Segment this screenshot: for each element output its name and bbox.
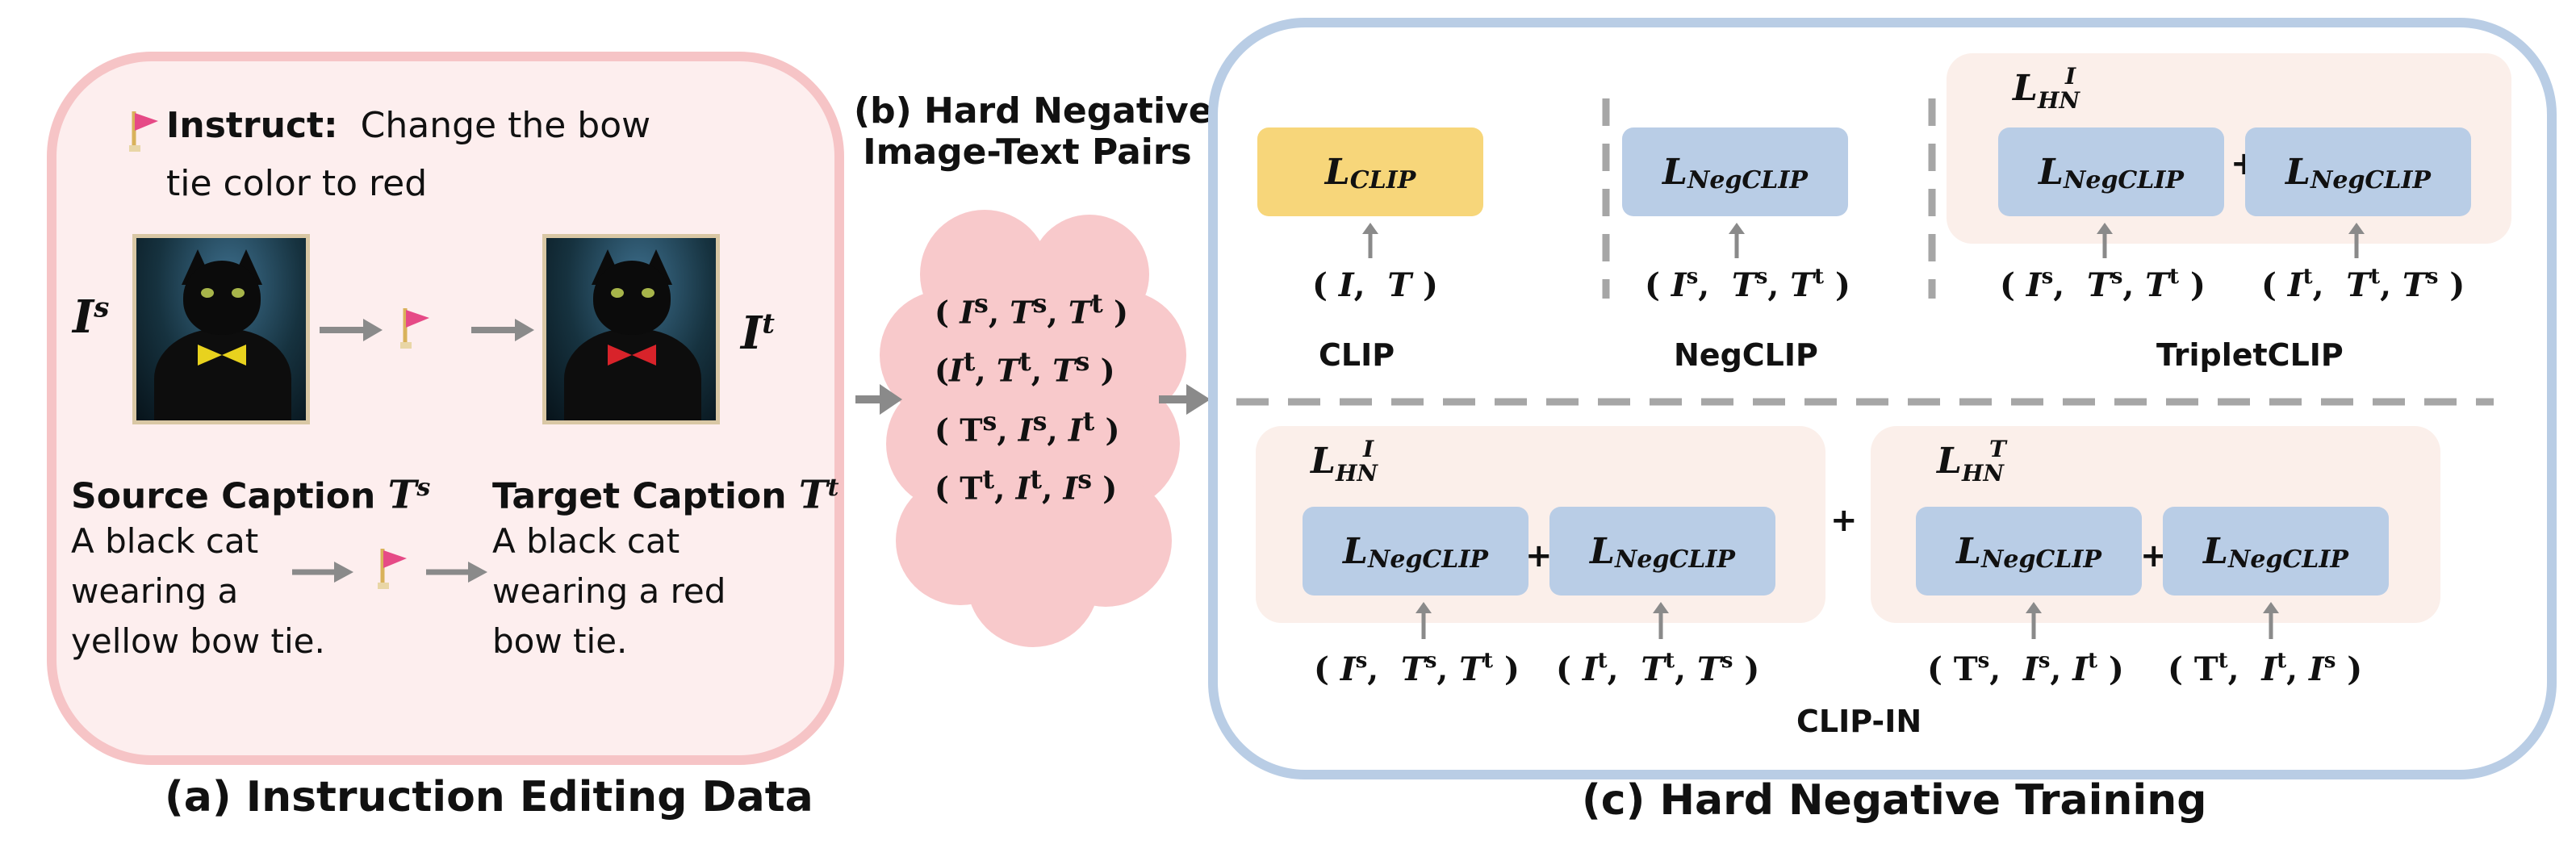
source-image-symbol: Is [73, 290, 110, 344]
flag-icon [400, 308, 429, 349]
negclip-input-tuple: ( Is, Ts, Tt ) [1645, 265, 1850, 304]
up-arrow-icon [1729, 223, 1745, 258]
clipin-input-tuple-2: ( It, Tt, Ts ) [1556, 649, 1760, 688]
flag-icon [378, 549, 407, 589]
up-arrow-icon [1653, 602, 1669, 639]
clipin-input-tuple-4: ( Tt, It, Is ) [2168, 649, 2363, 688]
arrow-icon [855, 384, 902, 415]
target-cat-image [542, 234, 720, 424]
flag-icon [129, 111, 158, 152]
clipin-image-hn-label: LHNI [1311, 436, 1378, 487]
arrow-icon [426, 562, 487, 583]
cloud-tuple-2: (It, Tt, Ts ) [935, 347, 1115, 389]
tripletclip-method-name: TripletCLIP [2156, 337, 2344, 373]
target-caption-text: A black cat wearing a red bow tie. [492, 521, 726, 661]
up-arrow-icon [1416, 602, 1432, 639]
cloud-tuple-1: ( Is, Ts, Tt ) [935, 289, 1128, 331]
plus-sign: + [1830, 502, 1858, 539]
triplet-hn-label: LHNI [2013, 63, 2080, 114]
source-caption-title: Source Caption Ts [71, 472, 431, 518]
plus-sign: + [1525, 537, 1553, 575]
clipin-text-hn-label: LHNT [1937, 436, 2006, 487]
dashed-separators [1236, 98, 2494, 406]
clipin-input-tuple-3: ( Ts, Is, It ) [1927, 649, 2124, 688]
negclip-method-name: NegCLIP [1674, 337, 1818, 373]
clipin-method-name: CLIP-IN [1796, 704, 1922, 739]
instruct-text-line2: tie color to red [166, 163, 428, 204]
cloud-tuple-4: ( Tt, It, Is ) [935, 465, 1118, 507]
triplet-input-tuple-2: ( It, Tt, Ts ) [2261, 265, 2465, 304]
triplet-input-tuple-1: ( Is, Ts, Tt ) [2000, 265, 2206, 304]
instruct-label: Instruct: [166, 105, 338, 146]
plus-sign: + [2140, 537, 2168, 575]
hard-negative-cloud [880, 210, 1186, 647]
panel-a-title: (a) Instruction Editing Data [165, 773, 813, 821]
arrow-icon [471, 319, 534, 341]
arrow-icon [292, 562, 353, 583]
clipin-input-tuple-1: ( Is, Ts, Tt ) [1314, 649, 1520, 688]
instruct-text-line1: Change the bow [360, 105, 651, 146]
arrow-icon [320, 319, 383, 341]
up-arrow-icon [2097, 223, 2113, 258]
up-arrow-icon [2026, 602, 2042, 639]
source-cat-image [132, 234, 310, 424]
clip-input-tuple: ( I, T ) [1312, 266, 1438, 304]
panel-c-title: (c) Hard Negative Training [1582, 776, 2207, 825]
target-caption-title: Target Caption Tt [492, 472, 839, 518]
cloud-tuple-3: ( Ts, Is, It ) [935, 407, 1120, 449]
up-arrow-icon [2348, 223, 2365, 258]
arrow-icon [1159, 384, 1211, 415]
target-image-symbol: It [741, 307, 775, 360]
source-caption-text: A black cat wearing a yellow bow tie. [71, 521, 325, 661]
clip-method-name: CLIP [1319, 337, 1395, 373]
up-arrow-icon [2263, 602, 2279, 639]
panel-b-title: (b) Hard Negative Image-Text Pairs [854, 90, 1213, 173]
up-arrow-icon [1362, 223, 1378, 258]
